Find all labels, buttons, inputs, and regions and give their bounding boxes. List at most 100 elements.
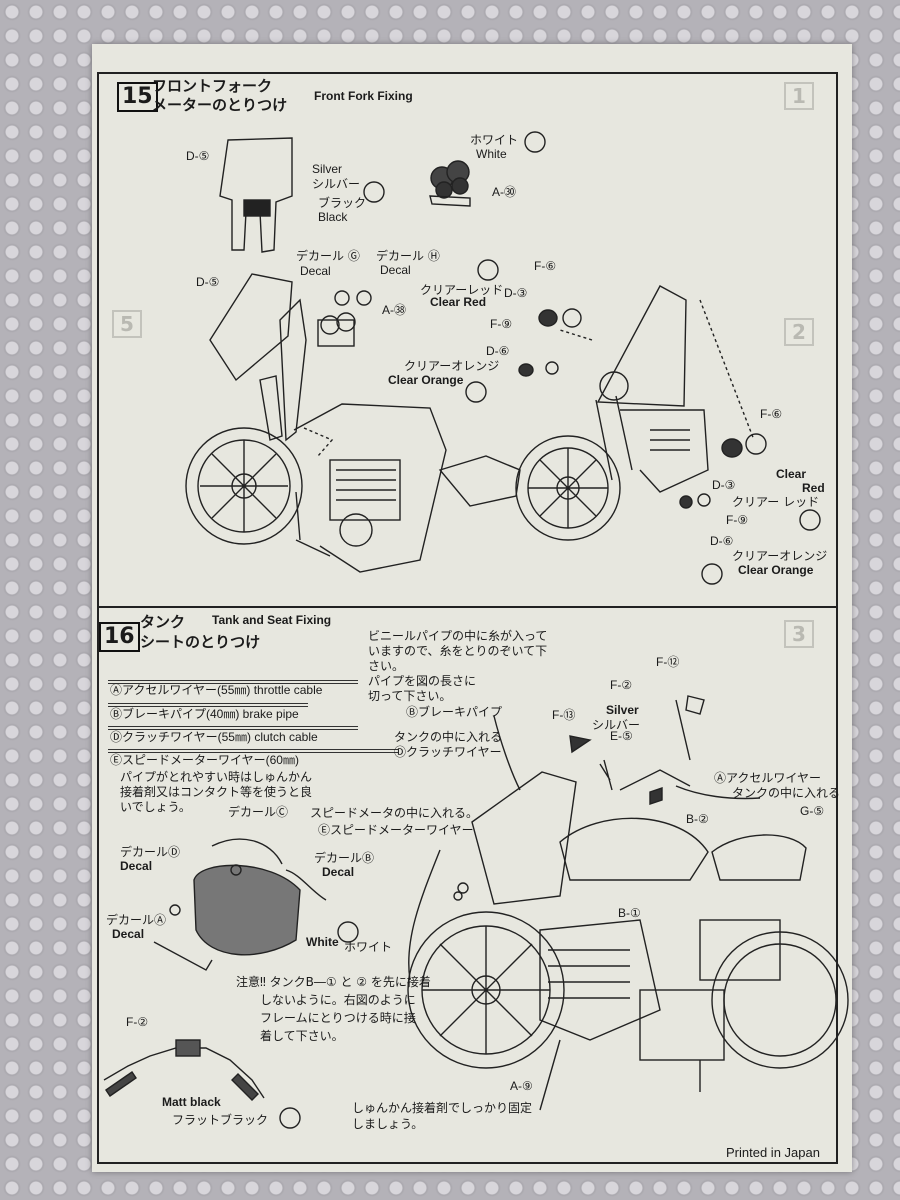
- label-f9-top: F-⑨: [490, 317, 513, 331]
- note-pipe-3: いでしょう。: [120, 800, 191, 814]
- label-a9: A-⑨: [510, 1079, 533, 1093]
- label-f12: F-⑫: [656, 655, 680, 669]
- label-decal-g-en: Decal: [300, 264, 331, 278]
- label-white-en-tank: White: [306, 935, 339, 949]
- label-clear-orange-jp-right: クリアーオレンジ: [732, 549, 828, 563]
- ghost-step-3: 3: [784, 620, 814, 648]
- label-d6-right: D-⑥: [710, 534, 734, 548]
- wire-b-label: Ⓑブレーキパイプ(40㎜) brake pipe: [110, 707, 299, 721]
- label-f2-bar: F-②: [126, 1015, 149, 1029]
- label-silver-en-16: Silver: [606, 703, 639, 717]
- note-top-1: ビニールパイプの中に糸が入って: [368, 629, 548, 643]
- label-silver-en: Silver: [312, 162, 343, 176]
- label-decal-h-jp: デカール Ⓗ: [376, 249, 440, 263]
- note-top-3: さい。: [368, 659, 405, 673]
- wire-line-e: [108, 749, 398, 753]
- label-accel-1: Ⓐアクセルワイヤー: [714, 771, 822, 785]
- windscreen-mid: [209, 273, 293, 382]
- step-16-title-en: Tank and Seat Fixing: [212, 613, 332, 627]
- wire-e-label: Ⓔスピードメーターワイヤー(60㎜): [110, 753, 299, 767]
- windscreen-right: [596, 285, 687, 407]
- front-wheel-step16: [407, 911, 565, 1069]
- windscreen-step16: [471, 771, 577, 905]
- fuel-tank-exploded: [193, 864, 301, 956]
- label-decal-g-jp: デカール Ⓖ: [296, 249, 360, 263]
- label-d3-right: D-③: [712, 478, 736, 492]
- label-d5-top: D-⑤: [186, 149, 210, 163]
- wire-line-d: [108, 726, 358, 730]
- label-white-en-top: White: [476, 147, 507, 161]
- label-clear-right: Clear: [776, 467, 807, 481]
- label-brake-pipe: Ⓑブレーキパイプ: [406, 705, 503, 719]
- ghost-step-5: 5: [112, 310, 142, 338]
- section-divider: [97, 606, 838, 608]
- label-f9-right: F-⑨: [726, 513, 749, 527]
- label-decal-b-en: Decal: [322, 865, 355, 879]
- label-decal-h-en: Decal: [380, 263, 411, 277]
- label-clear-red-jp-right: クリアー レッド: [732, 495, 820, 509]
- label-speed-into: スピードメータの中に入れる。: [310, 806, 479, 820]
- label-decal-a-en: Decal: [112, 927, 145, 941]
- wire-d-label: Ⓓクラッチワイヤー(55㎜) clutch cable: [110, 730, 318, 744]
- seat-g5: [711, 834, 807, 881]
- label-black-jp: ブラック: [318, 196, 367, 210]
- label-f6-right: F-⑥: [760, 407, 783, 421]
- label-white-jp-tank: ホワイト: [344, 940, 393, 954]
- step-16-title-jp-2: シートのとりつけ: [140, 633, 261, 651]
- wire-line-b: [108, 703, 308, 707]
- label-speed-wire: Ⓔスピードメーターワイヤー: [318, 823, 474, 837]
- step-15-title-en: Front Fork Fixing: [314, 89, 413, 103]
- label-clear-red-jp: クリアーレッド: [420, 283, 504, 297]
- windscreen-part-d5-top: [219, 137, 293, 253]
- front-wheel-left: [185, 427, 303, 545]
- caution-2: しないように。右図のように: [260, 993, 416, 1007]
- label-f6-top: F-⑥: [534, 259, 557, 273]
- label-matt-black-en: Matt black: [162, 1095, 221, 1109]
- caution-3: フレームにとりつける時に接: [260, 1011, 416, 1025]
- label-b1: B-①: [618, 906, 641, 920]
- note-pipe-1: パイプがとれやすい時はしゅんかん: [120, 770, 313, 784]
- label-d5-mid: D-⑤: [196, 275, 220, 289]
- label-silver-jp-16: シルバー: [592, 718, 641, 732]
- windscreen-black-panel: [243, 199, 271, 217]
- note-top-4: パイプを図の長さに: [368, 674, 477, 688]
- label-a30: A-㉚: [492, 185, 517, 199]
- label-accel-2: タンクの中に入れる: [732, 786, 841, 800]
- label-decal-d-jp: デカールⒹ: [120, 845, 181, 859]
- label-silver-jp: シルバー: [312, 177, 361, 191]
- label-g5: G-⑤: [800, 804, 825, 818]
- label-clear-orange-en: Clear Orange: [388, 373, 464, 387]
- label-f2-top: F-②: [610, 678, 633, 692]
- label-decal-c: デカールⒸ: [228, 805, 289, 819]
- glue-note-2: しましょう。: [352, 1117, 424, 1131]
- fuel-tank-b1-b2: [559, 817, 709, 881]
- ghost-step-1: 1: [784, 82, 814, 110]
- ghost-step-2: 2: [784, 318, 814, 346]
- note-pipe-2: 接着剤又はコンタクト等を使うと良: [120, 785, 313, 799]
- label-tank-into: タンクの中に入れる: [394, 730, 503, 744]
- step-16-number: 16: [99, 622, 140, 652]
- label-e5: E-⑤: [610, 729, 633, 743]
- label-decal-d-en: Decal: [120, 859, 153, 873]
- label-b2: B-②: [686, 812, 709, 826]
- instruction-sheet: [92, 44, 852, 1172]
- instruction-frame: [97, 72, 838, 1164]
- step-16-title-jp-1: タンク: [140, 613, 186, 631]
- step-15-title-jp-2: メーターのとりつけ: [152, 96, 288, 114]
- label-clear-orange-en-right: Clear Orange: [738, 563, 814, 577]
- label-f13: F-⑬: [552, 708, 576, 722]
- label-d6-top: D-⑥: [486, 344, 510, 358]
- label-red-right: Red: [802, 481, 825, 495]
- note-top-2: いますので、糸をとりのぞいて下: [368, 644, 548, 658]
- caution-1: 注意‼ タンクB―① と ② を先に接着: [236, 975, 431, 989]
- front-wheel-right: [515, 435, 621, 541]
- label-decal-a-jp: デカールⒶ: [106, 913, 167, 927]
- wire-a-label: Ⓐアクセルワイヤー(55㎜) throttle cable: [110, 683, 323, 697]
- printed-in-japan: Printed in Japan: [726, 1145, 820, 1160]
- label-matt-black-jp: フラットブラック: [172, 1113, 269, 1127]
- rear-wheel-step16: [711, 931, 849, 1069]
- lens-d3-top: [538, 309, 558, 327]
- label-clear-orange-jp: クリアーオレンジ: [404, 359, 500, 373]
- caution-4: 着して下さい。: [260, 1029, 344, 1043]
